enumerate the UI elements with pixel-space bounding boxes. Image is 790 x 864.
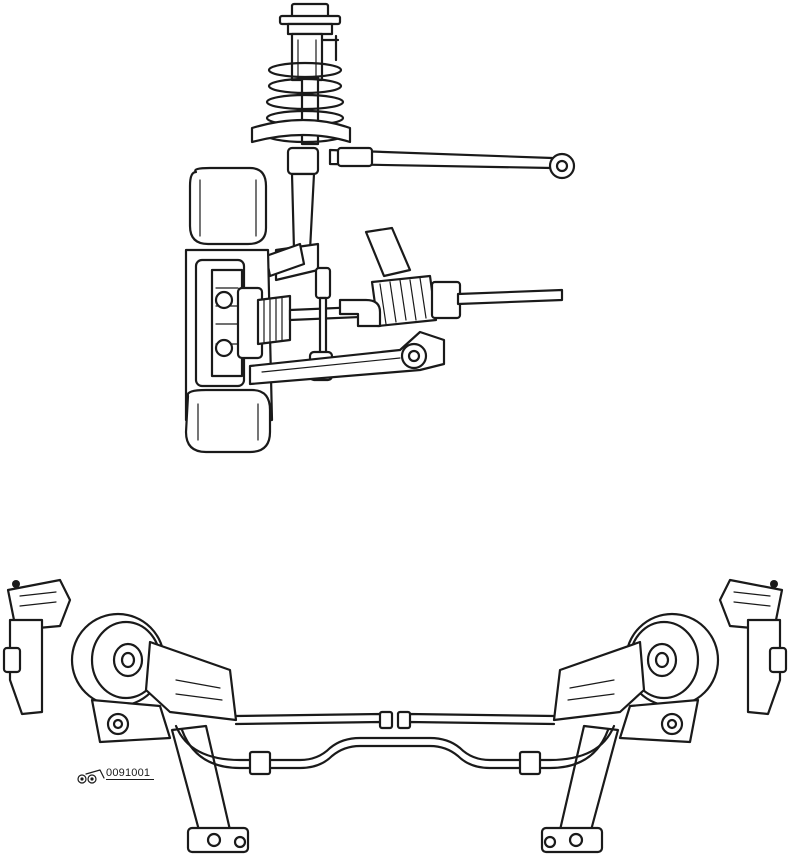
figure-reference-code: 0091001 bbox=[106, 767, 155, 780]
left-wheel-carrier bbox=[2, 578, 72, 716]
strut-top-mount bbox=[278, 2, 342, 36]
lower-control-arm bbox=[248, 330, 446, 386]
right-trailing-arm bbox=[552, 640, 700, 744]
right-wheel-carrier bbox=[718, 578, 788, 716]
front-suspension-assembly bbox=[184, 2, 576, 454]
axle-cross-rods bbox=[234, 710, 556, 730]
rear-axle-assembly bbox=[2, 578, 788, 854]
strut-lower-tube bbox=[264, 146, 320, 282]
anti-roll-bar bbox=[174, 724, 616, 776]
wheel-hub bbox=[194, 258, 264, 388]
left-lower-mount bbox=[170, 724, 250, 854]
left-trailing-arm bbox=[90, 640, 238, 744]
upper-link-rod bbox=[328, 146, 576, 180]
coil-spring bbox=[250, 61, 352, 144]
right-lower-mount bbox=[540, 724, 620, 854]
left-brake-disc bbox=[70, 612, 166, 708]
camera-reel-icon bbox=[77, 769, 105, 784]
right-brake-disc bbox=[624, 612, 720, 708]
steering-rack bbox=[338, 226, 564, 328]
